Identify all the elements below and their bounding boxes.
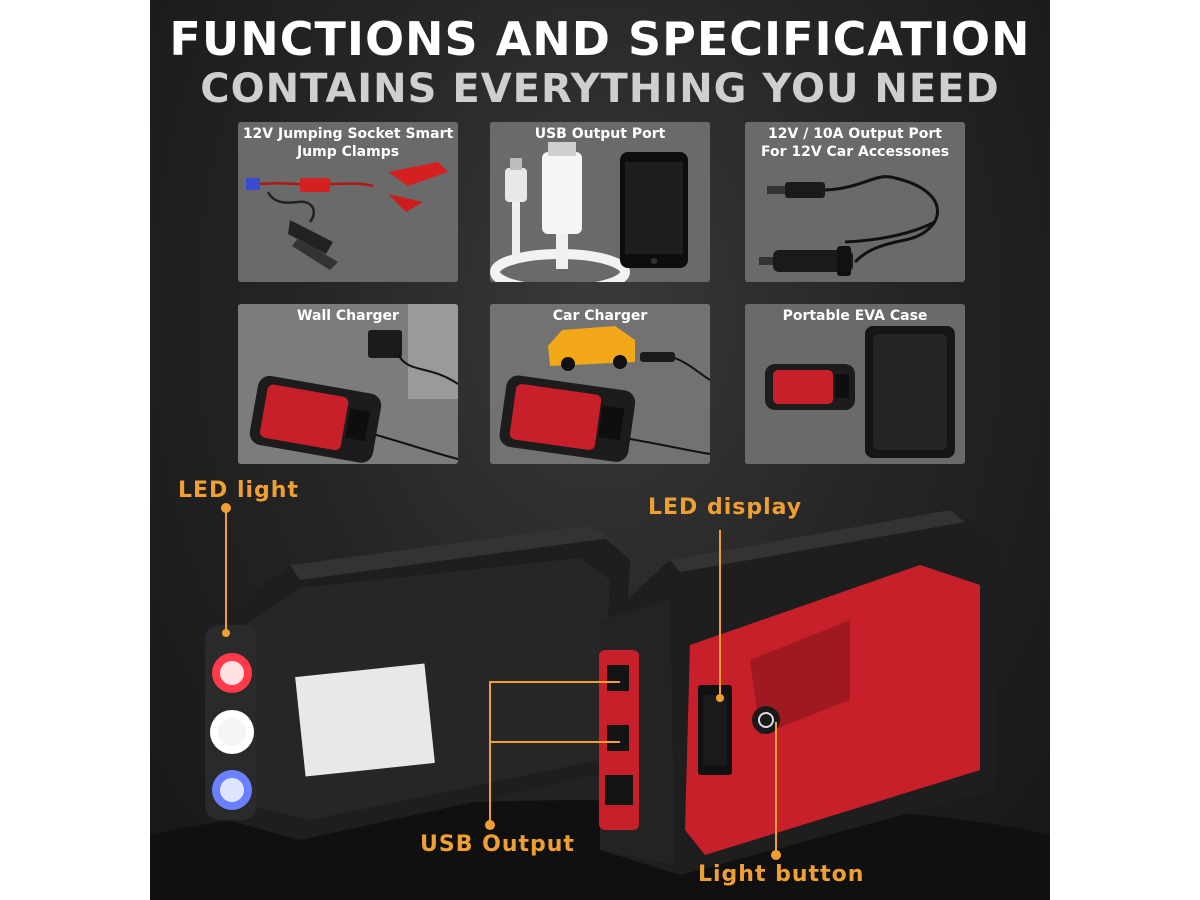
card-eva-case: Portable EVA Case (745, 304, 965, 464)
card-label: Car Charger (552, 308, 648, 324)
card-wall-charger: Wall Charger (238, 304, 458, 464)
page-title: FUNCTIONS AND SPECIFICATION (169, 12, 1031, 66)
eva-case-icon (745, 304, 965, 464)
card-label: 12V / 10A Output Port For 12V Car Access… (760, 126, 950, 160)
car-charger-icon (490, 304, 710, 464)
card-12v-output-port: 12V / 10A Output Port For 12V Car Access… (745, 122, 965, 282)
jump-starter-left (205, 525, 630, 840)
car-plug-cable-icon (745, 122, 965, 282)
usb-cable-phone-icon (490, 122, 710, 282)
callout-usb-output: USB Output (420, 832, 575, 857)
card-usb-output-port: USB Output Port (490, 122, 710, 282)
page-subtitle: CONTAINS EVERYTHING YOU NEED (200, 66, 1000, 112)
card-label: USB Output Port (534, 126, 666, 142)
callout-dots (221, 503, 781, 860)
callout-led-display: LED display (648, 495, 803, 520)
jump-clamps-icon (238, 122, 458, 282)
product-poster: FUNCTIONS AND SPECIFICATION CONTAINS EVE… (150, 0, 1050, 900)
wall-charger-icon (238, 304, 458, 464)
card-label: Wall Charger (297, 308, 399, 324)
callout-lines (225, 508, 777, 855)
product-scene (150, 503, 1050, 900)
card-jump-clamps: 12V Jumping Socket Smart Jump Clamps (238, 122, 458, 282)
jump-starter-right (599, 510, 1000, 875)
card-car-charger: Car Charger (490, 304, 710, 464)
card-label: Portable EVA Case (782, 308, 928, 324)
callout-light-button: Light button (698, 862, 865, 887)
callout-led-light: LED light (178, 478, 299, 503)
card-label: 12V Jumping Socket Smart Jump Clamps (242, 126, 454, 160)
